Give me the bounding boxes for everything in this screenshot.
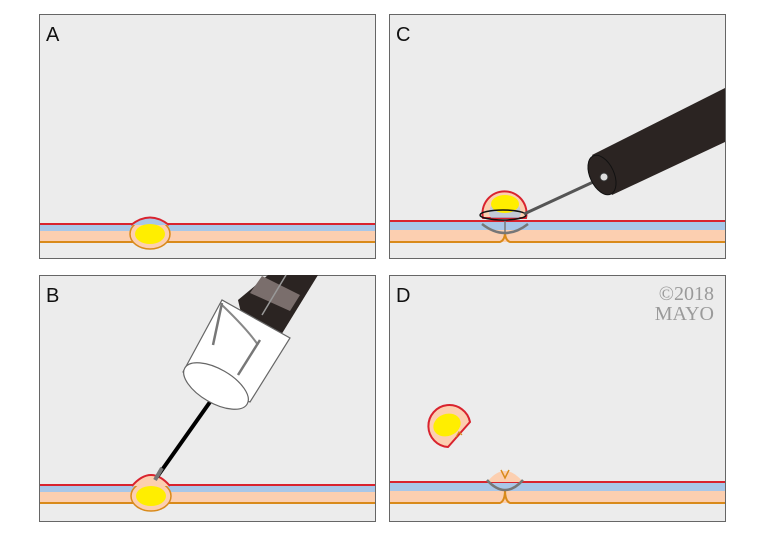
snare-loop <box>479 209 527 221</box>
resection-site <box>486 469 524 492</box>
endoscope <box>587 88 725 196</box>
tissue-layers <box>390 220 725 243</box>
panel-label: D <box>396 285 410 307</box>
lesion <box>130 474 172 512</box>
tissue-layers <box>40 484 375 504</box>
copyright-watermark-year: ©2018 <box>659 283 714 305</box>
needle-tip <box>153 466 164 482</box>
copyright-watermark-name: MAYO <box>655 303 714 325</box>
endoscope-with-cap <box>182 274 318 410</box>
tissue-layers <box>390 481 725 504</box>
panel-c: C <box>389 14 726 259</box>
panel-frame <box>389 275 726 522</box>
panel-label: C <box>396 24 410 46</box>
panel-label: B <box>46 285 59 307</box>
panel-frame <box>39 14 376 259</box>
panel-d: D ©2018 MAYO <box>389 275 726 522</box>
panel-label: A <box>46 24 60 46</box>
snare-wire <box>523 175 605 216</box>
panel-a: A <box>39 14 376 259</box>
lesion <box>129 216 171 250</box>
tissue-layers <box>40 223 375 243</box>
panel-b: B <box>39 274 376 522</box>
resected-specimen <box>427 404 472 449</box>
